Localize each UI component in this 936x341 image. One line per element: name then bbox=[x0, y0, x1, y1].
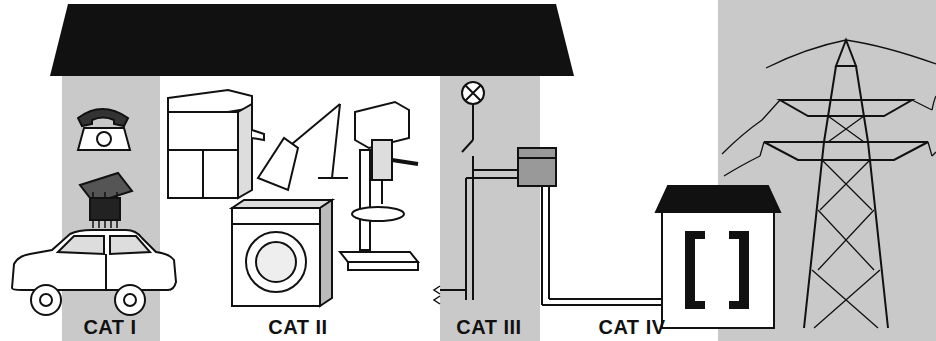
washing-machine-icon bbox=[232, 200, 332, 306]
car-icon bbox=[12, 230, 176, 315]
cat1-band bbox=[62, 70, 160, 341]
drill-press-icon bbox=[340, 102, 418, 270]
category-label: CAT IV bbox=[598, 317, 665, 337]
electronics-icon bbox=[80, 173, 132, 228]
category-label: CAT II bbox=[268, 317, 327, 337]
power-pylon bbox=[722, 40, 936, 328]
copier-icon bbox=[168, 90, 264, 198]
house-roof bbox=[50, 4, 574, 76]
telephone-icon bbox=[78, 109, 130, 150]
lamp-icon bbox=[258, 104, 348, 190]
category-label: CAT III bbox=[456, 317, 521, 337]
cat3-band bbox=[440, 70, 540, 341]
installation-wiring bbox=[434, 82, 665, 305]
category-label: CAT I bbox=[83, 317, 136, 337]
transformer-house bbox=[656, 186, 780, 328]
